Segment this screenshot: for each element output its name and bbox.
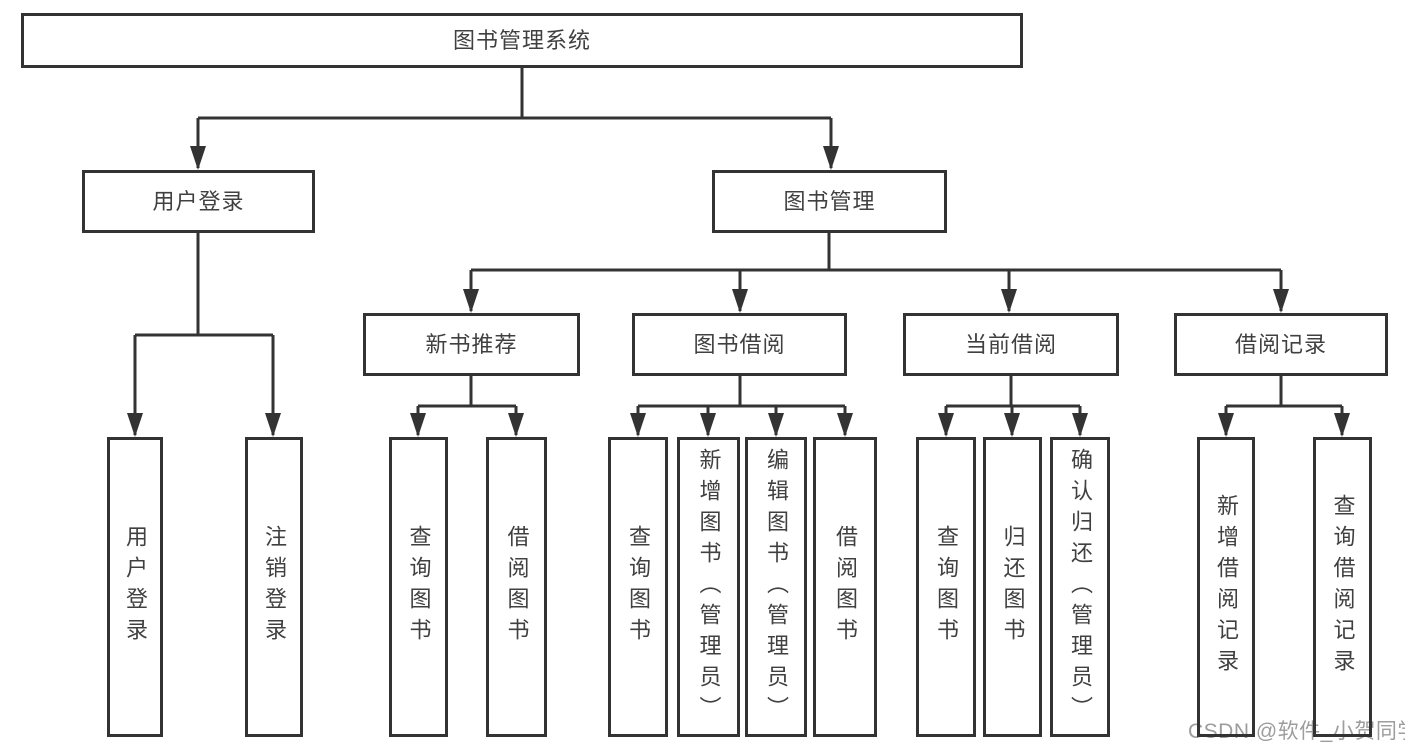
node-book-management: 图书管理 [712, 170, 947, 233]
node-rec-borrow-book: 借阅图书 [486, 437, 547, 737]
node-login: 用户登录 [107, 437, 163, 737]
node-borrow-query-book: 查询图书 [608, 437, 668, 737]
node-book-borrowing: 图书借阅 [632, 313, 847, 376]
node-borrow-borrow-book: 借阅图书 [813, 437, 877, 737]
node-current-borrowing: 当前借阅 [903, 313, 1119, 376]
node-rec-query-record: 查询借阅记录 [1313, 437, 1372, 737]
node-system-root: 图书管理系统 [21, 13, 1023, 68]
node-logout: 注销登录 [245, 437, 303, 737]
node-borrow-records: 借阅记录 [1174, 313, 1388, 376]
node-rec-add-record: 新增借阅记录 [1197, 437, 1255, 737]
node-borrow-edit-book-admin: 编辑图书（管理员） [745, 437, 807, 737]
node-cur-confirm-return-admin: 确认归还（管理员） [1050, 437, 1110, 737]
node-borrow-add-book-admin: 新增图书（管理员） [677, 437, 740, 737]
node-user-login: 用户登录 [82, 170, 315, 233]
node-new-book-recommend: 新书推荐 [363, 313, 580, 376]
node-cur-query-book: 查询图书 [916, 437, 976, 737]
node-cur-return-book: 归还图书 [983, 437, 1042, 737]
watermark: CSDN @软件_小贺同学 [1188, 720, 1405, 743]
node-rec-query-book: 查询图书 [389, 437, 448, 737]
